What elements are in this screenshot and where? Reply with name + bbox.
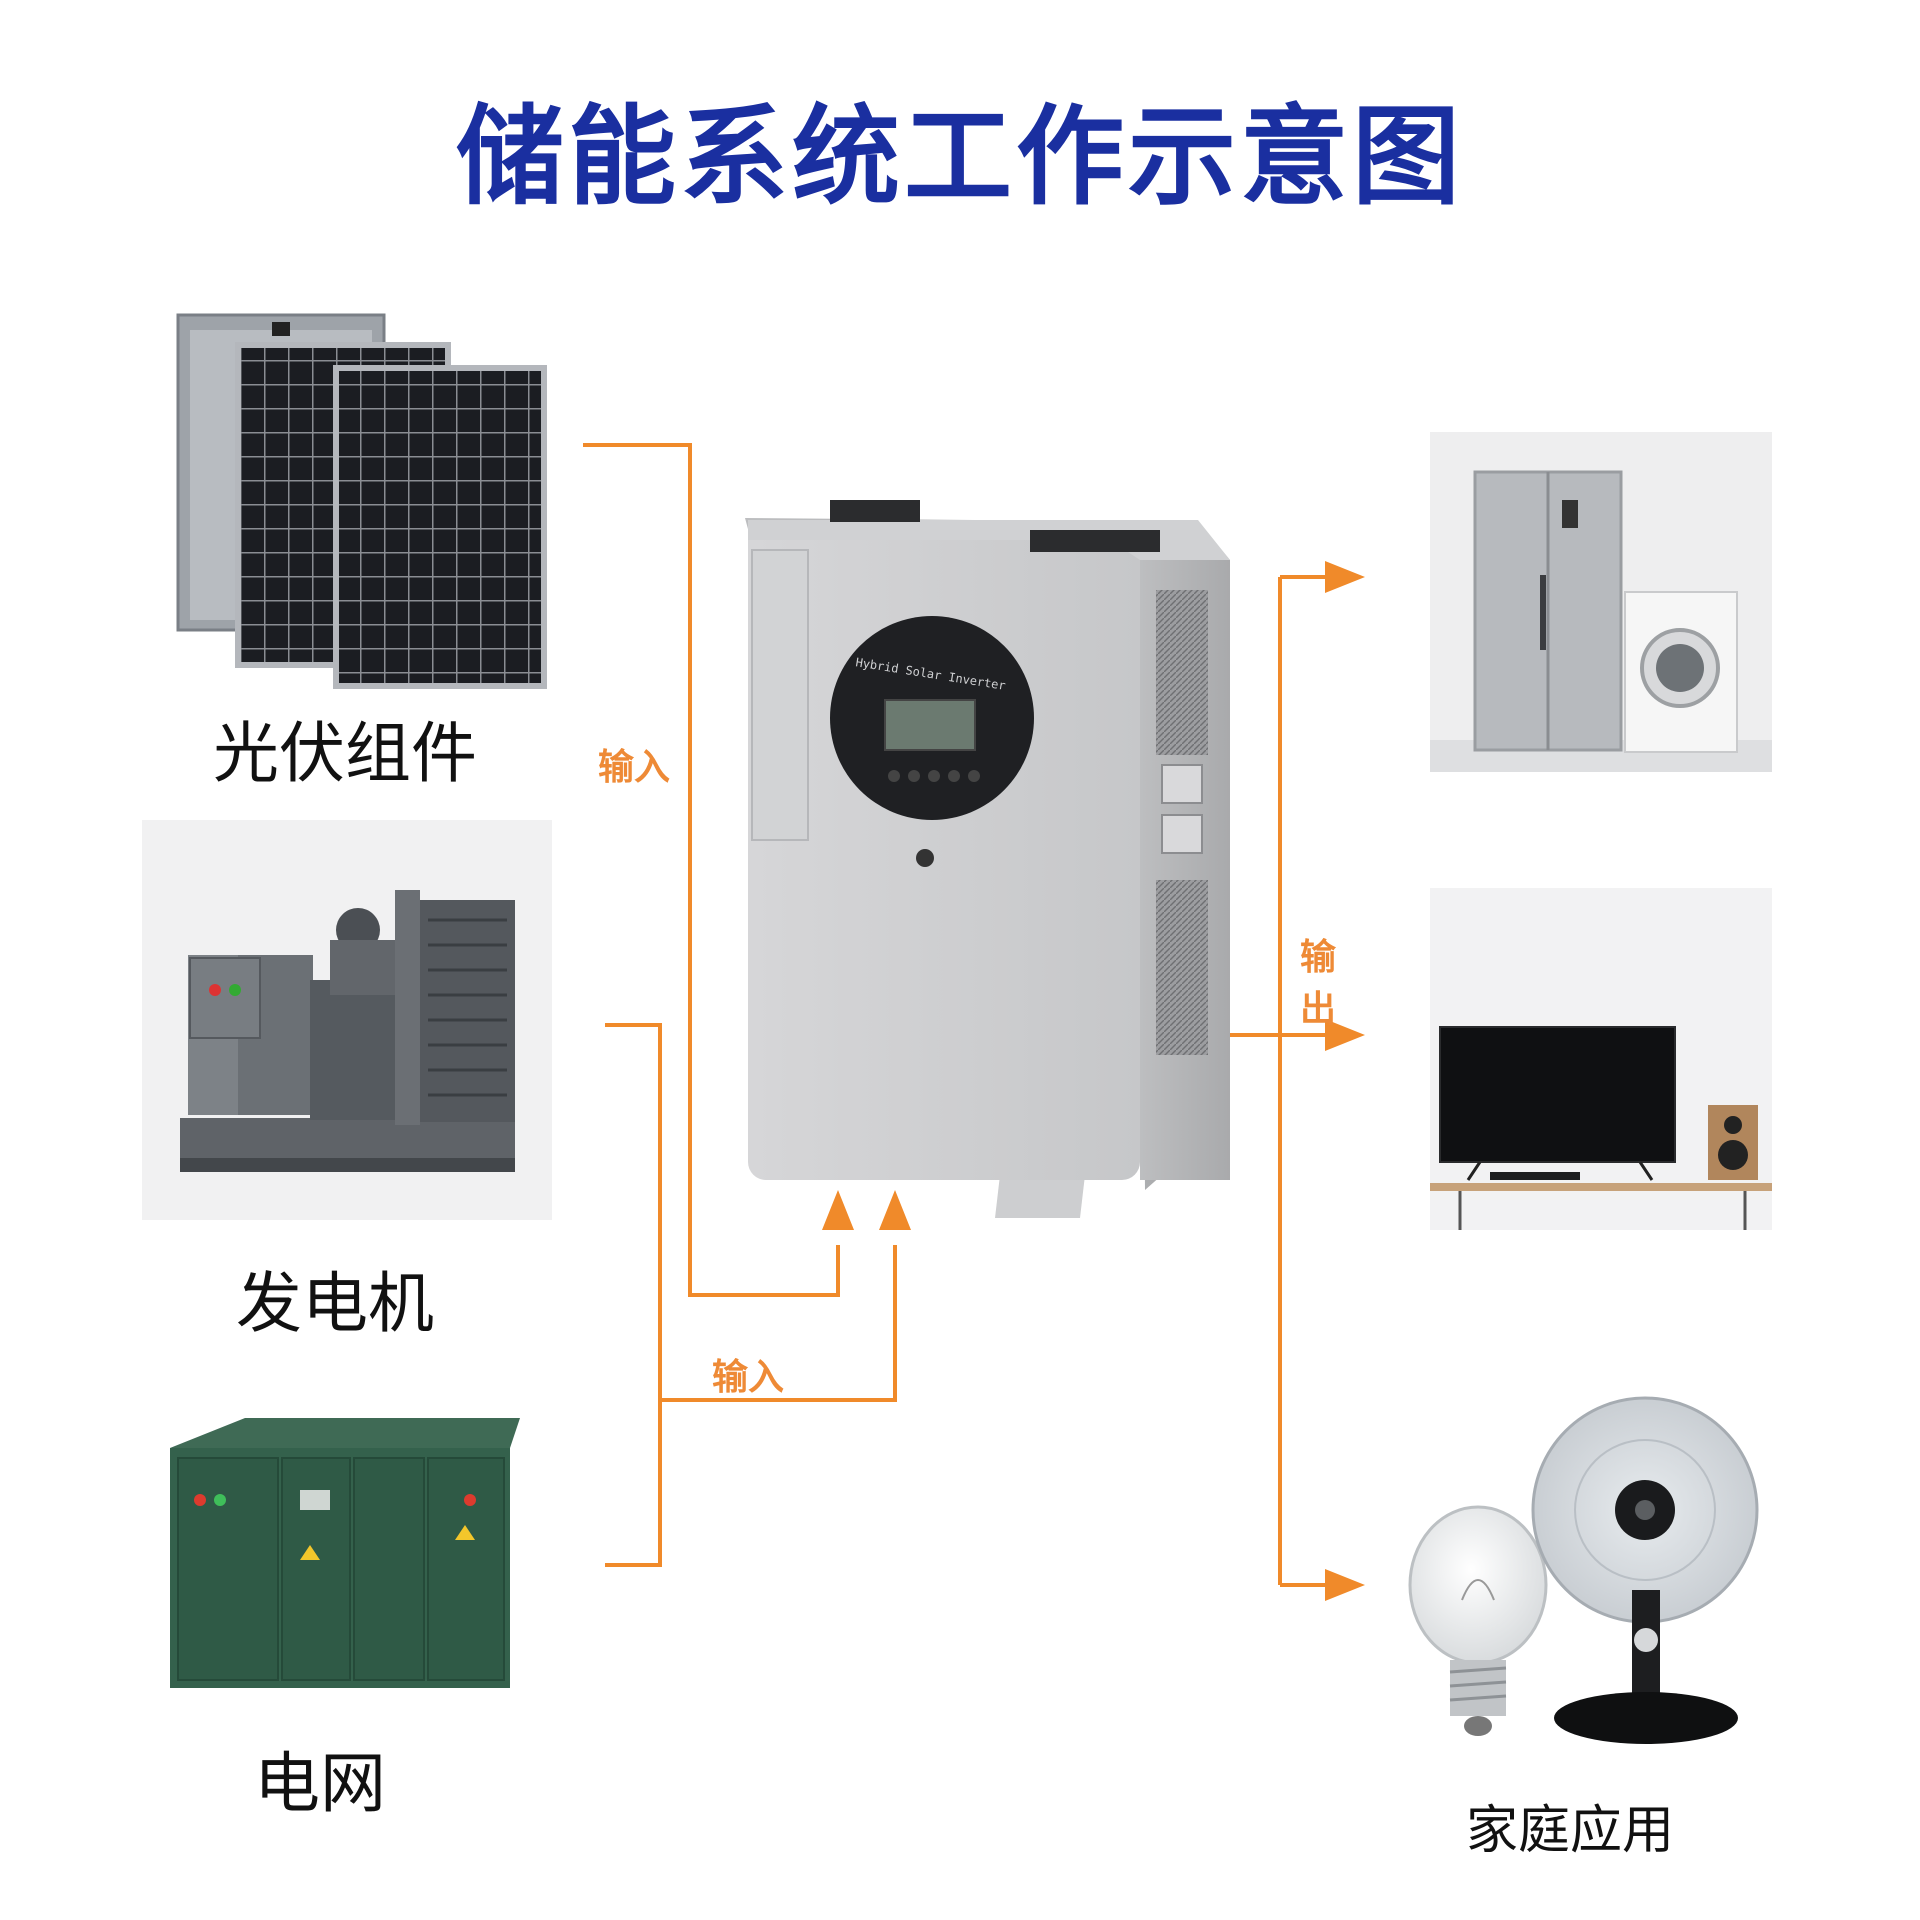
arrow-up-icon [822, 1190, 854, 1230]
grid-cabinet-icon [170, 1418, 520, 1688]
flow-arrows [822, 561, 1365, 1601]
source-label-solar: 光伏组件 [213, 715, 477, 792]
solar-panel-icon [176, 313, 547, 689]
source-label-generator: 发电机 [236, 1265, 434, 1342]
input-combined-flow-line [660, 1245, 897, 1402]
source-label-grid: 电网 [254, 1745, 386, 1822]
arrow-right-icon [1325, 1569, 1365, 1601]
arrow-right-icon [1325, 1019, 1365, 1051]
input-generator-grid-flow-line [605, 1023, 662, 1567]
generator-icon [142, 820, 552, 1220]
flow-label-input-bottom: 输入 [712, 1357, 785, 1398]
flow-label-input-top: 输入 [598, 747, 671, 788]
bulb-fan-icon [1408, 1396, 1759, 1744]
flow-label-output-1: 输 [1300, 937, 1337, 978]
hybrid-inverter-icon [745, 500, 1230, 1218]
flow-connectors [583, 443, 1325, 1587]
arrow-up-icon [879, 1190, 911, 1230]
input-solar-flow-line [583, 443, 840, 1297]
load-label-home: 家庭应用 [1465, 1801, 1674, 1861]
arrow-right-icon [1325, 561, 1365, 593]
flow-label-output-2: 出 [1300, 989, 1337, 1030]
tv-speaker-icon [1430, 888, 1772, 1230]
page-title: 储能系统工作示意图 [455, 95, 1464, 220]
fridge-washer-icon [1430, 432, 1772, 772]
